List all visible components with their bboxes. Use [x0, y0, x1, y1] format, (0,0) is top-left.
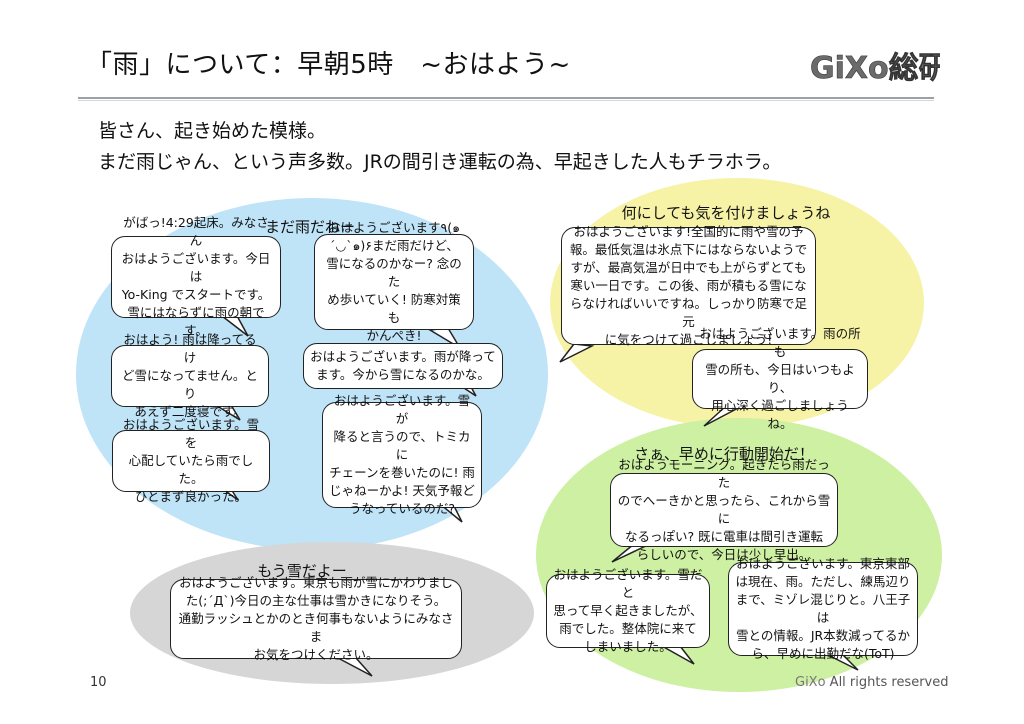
region-label-be-careful: 何にしても気を付けましょうね	[621, 204, 831, 222]
bubble-b6: おはようございます。雪が 降ると言うので、トミカに チェーンを巻いたのに! 雨 …	[322, 393, 482, 516]
tail-b7	[559, 343, 595, 363]
bubble-b2: おはようございます٩(๑ ´◡`๑)۶まだ雨だけど、 雪になるのかなー? 念のた…	[314, 220, 474, 343]
region-label-start-early: さぁ、早めに行動開始だ！	[634, 445, 814, 463]
lead-line-2: まだ雨じゃん、という声多数。JRの間引き運転の為、早起きした人もチラホラ。	[98, 151, 782, 173]
copyright-text: All rights reserved	[825, 675, 949, 690]
bubble-b8: おはようございます。雨の所も 雪の所も、今日はいつもより、 用心深く過ごしましょ…	[692, 326, 868, 431]
bubble-b1: がばっ!4:29起床。みなさん おはようございます。今日は Yo-King でス…	[111, 215, 281, 338]
gixo-logo: GiXo総研	[810, 51, 940, 86]
bubble-b9: おはようモーニング。起きたら雨だった のでへーきかと思ったら、これから雪に なる…	[610, 457, 838, 562]
bubble-b3: おはよう! 雨は降ってるけ ど雪になってません。とり あえず二度寝です。	[111, 332, 269, 419]
title-divider	[78, 97, 934, 99]
bubble-b4: おはようございます。雨が降って ます。今から雪になるのかな。	[303, 343, 503, 389]
lead-line-1: 皆さん、起き始めた模様。	[98, 120, 327, 142]
region-label-still-rain: まだ雨だねー	[264, 218, 355, 236]
page-title: 「雨」について：早朝5時 ~おはよう~	[86, 50, 571, 80]
copyright: GiXo All rights reserved	[795, 675, 949, 690]
copyright-brand: GiXo	[795, 675, 826, 690]
bubble-b5: おはようございます。雪を 心配していたら雨でした。 ひとまず良かった。	[112, 417, 270, 504]
bubble-b12: おはようございます。東京も雨が雪にかわりまし た(;´Д`)今日の主な仕事は雪か…	[170, 575, 462, 662]
title-divider-shadow	[78, 100, 934, 101]
bubble-b7: おはようございます!全国的に雨や雪の予 報。最低気温は氷点下にはならないようで …	[561, 224, 816, 347]
region-label-already-snow: もう雪だよー	[257, 562, 347, 580]
bubble-b11: おはようございます。東京東部 は現在、雨。ただし、練馬辺り まで、ミゾレ混じりと…	[728, 556, 918, 661]
logo-text: GiXo総研	[810, 51, 940, 86]
page-number: 10	[90, 675, 107, 690]
bubble-b10: おはようございます。雪だと 思って早く起きましたが、 雨でした。整体院に来て し…	[546, 567, 710, 654]
